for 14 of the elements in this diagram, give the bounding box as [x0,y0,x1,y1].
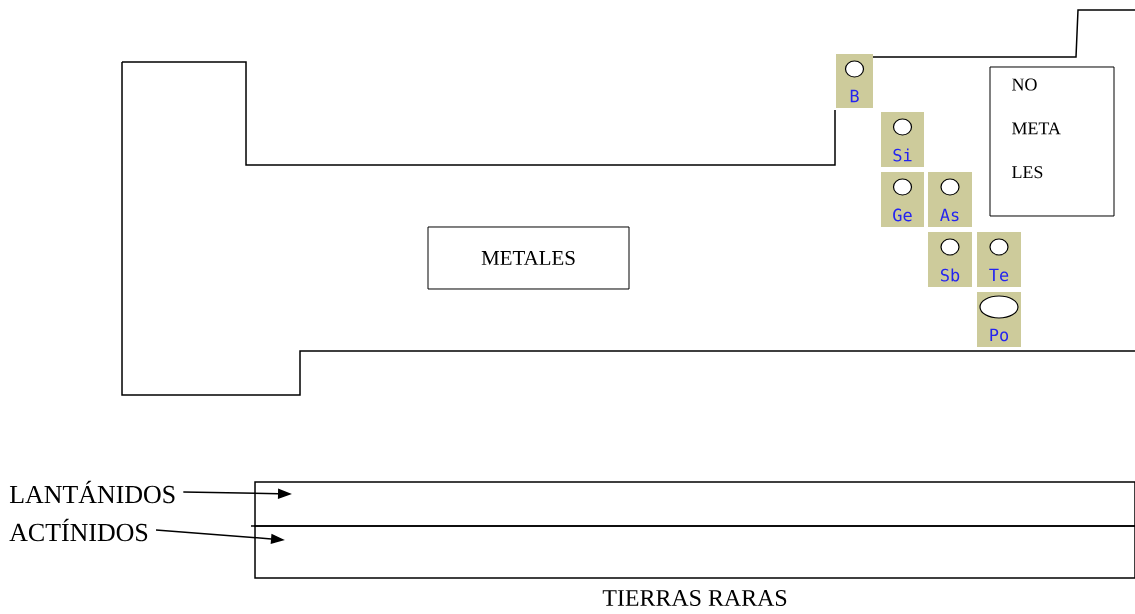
table-row [254,525,1135,579]
element-tile: Po [977,292,1021,347]
text-box: NO META LES [989,66,1115,217]
caption: TIERRAS RARAS [602,589,787,607]
element-tile: B [836,54,873,108]
element-tile: Sb [928,232,972,287]
element-tile: Te [977,232,1021,287]
table-row [254,481,1135,527]
element-tile: Si [881,112,924,167]
element-tile: As [928,172,972,227]
row-label: ACTÍNIDOS [9,518,148,542]
text-box: METALES [427,226,630,290]
row-label: LANTÁNIDOS [9,480,175,504]
element-tile: Ge [881,172,924,227]
